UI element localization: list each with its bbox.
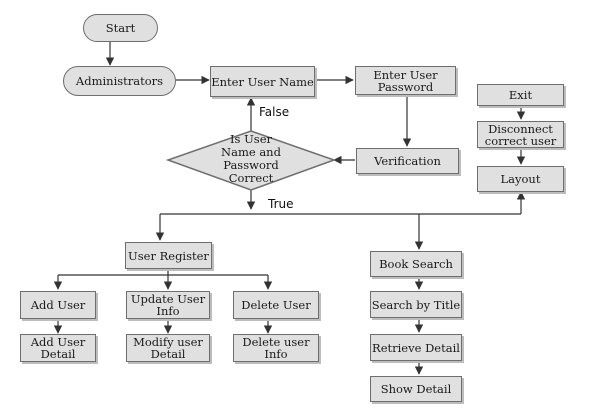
verification-label: Verification xyxy=(374,154,441,168)
exit-label: Exit xyxy=(508,88,533,102)
update-user-info-node: Update User Info xyxy=(126,291,210,319)
disconnect-label: Disconnect correct user xyxy=(484,121,557,148)
update-user-info-label: Update User Info xyxy=(130,292,206,318)
verification-node: Verification xyxy=(356,148,459,174)
administrators-node: Administrators xyxy=(63,66,176,96)
decision-text: Is User Name and Password Correct xyxy=(221,132,281,185)
modify-user-detail-node: Modify user Detail xyxy=(126,334,210,362)
layout-node: Layout xyxy=(477,166,564,192)
search-by-title-label: Search by Title xyxy=(371,297,461,312)
add-user-label: Add User xyxy=(30,298,86,312)
retrieve-detail-label: Retrieve Detail xyxy=(372,340,460,355)
user-register-node: User Register xyxy=(125,242,212,269)
delete-user-info-label: Delete user Info xyxy=(242,335,310,361)
layout-label: Layout xyxy=(500,172,541,186)
book-search-node: Book Search xyxy=(370,251,462,277)
show-detail-node: Show Detail xyxy=(370,376,462,402)
show-detail-label: Show Detail xyxy=(380,382,452,396)
enter-user-name-node: Enter User Name xyxy=(210,66,315,97)
start-node: Start xyxy=(83,14,158,42)
delete-user-label: Delete User xyxy=(241,298,311,312)
book-search-label: Book Search xyxy=(379,257,453,271)
enter-user-name-label: Enter User Name xyxy=(211,74,314,89)
decision-diamond xyxy=(165,130,337,191)
modify-user-detail-label: Modify user Detail xyxy=(133,335,203,361)
exit-node: Exit xyxy=(477,84,564,106)
administrators-label: Administrators xyxy=(75,74,164,88)
user-register-label: User Register xyxy=(128,248,209,263)
add-user-node: Add User xyxy=(20,291,96,319)
add-user-detail-node: Add User Detail xyxy=(20,334,96,362)
disconnect-node: Disconnect correct user xyxy=(477,121,564,148)
true-label: True xyxy=(268,197,294,211)
enter-user-password-label: Enter User Password xyxy=(373,67,438,94)
add-user-detail-label: Add User Detail xyxy=(30,335,86,361)
start-label: Start xyxy=(105,21,136,35)
false-label: False xyxy=(259,105,290,119)
delete-user-node: Delete User xyxy=(233,291,319,319)
retrieve-detail-node: Retrieve Detail xyxy=(370,334,462,361)
enter-user-password-node: Enter User Password xyxy=(355,66,456,95)
search-by-title-node: Search by Title xyxy=(370,291,462,318)
delete-user-info-node: Delete user Info xyxy=(233,334,319,362)
